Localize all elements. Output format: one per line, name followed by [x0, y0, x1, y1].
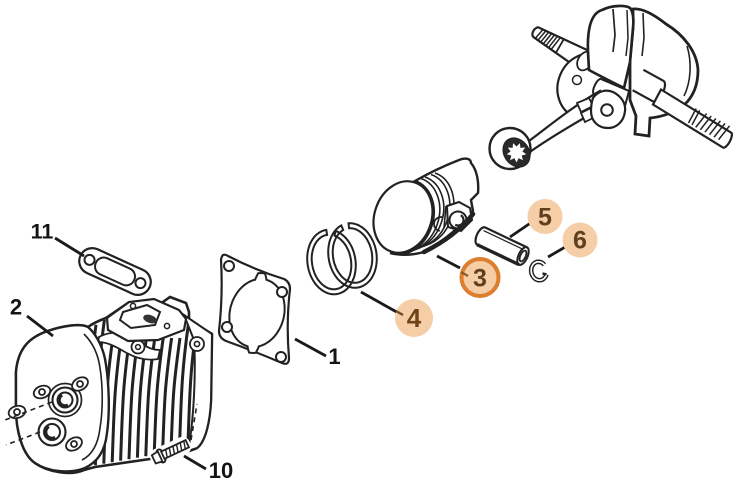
svg-text:5: 5: [538, 204, 552, 232]
svg-text:10: 10: [209, 458, 233, 483]
svg-text:1: 1: [328, 344, 340, 369]
svg-text:6: 6: [573, 227, 587, 255]
svg-text:4: 4: [407, 303, 422, 333]
svg-text:11: 11: [31, 220, 54, 244]
svg-text:2: 2: [10, 295, 22, 320]
svg-text:3: 3: [473, 265, 487, 293]
